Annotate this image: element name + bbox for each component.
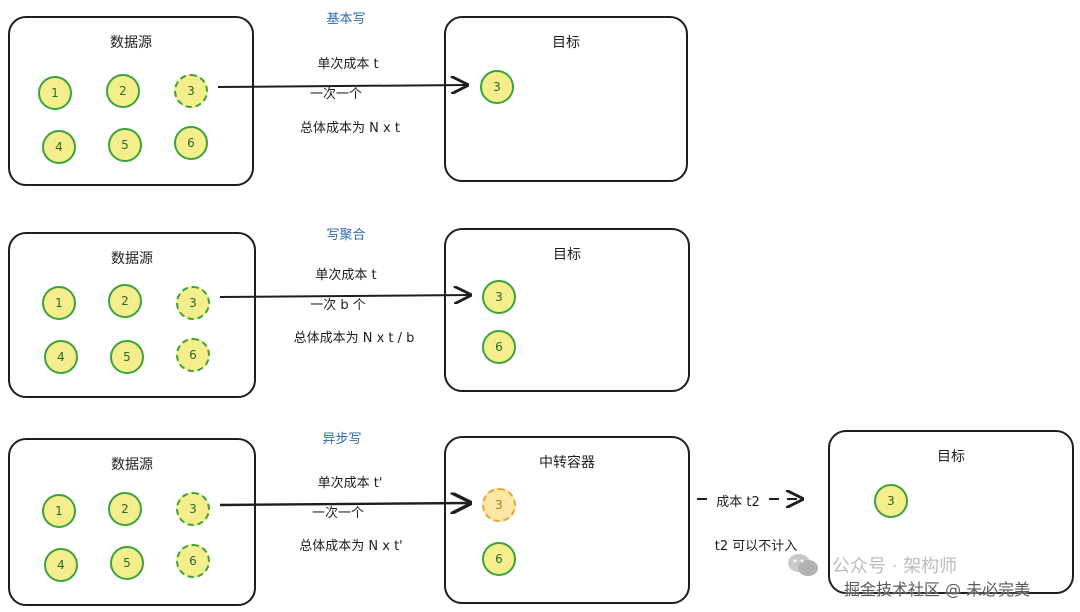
source-node: 4 <box>44 340 78 374</box>
source-box-title: 数据源 <box>111 251 153 267</box>
source-box-3: 数据源 1 2 3 4 5 6 <box>8 438 256 606</box>
wechat-logo-icon <box>786 552 820 578</box>
source-node: 5 <box>110 546 144 580</box>
source-node: 1 <box>42 494 76 528</box>
cost-label-single: 单次成本 t' <box>317 476 383 491</box>
target-node: 3 <box>482 280 516 314</box>
source-box-1: 数据源 1 2 3 4 5 6 <box>8 16 254 186</box>
target-box-3: 目标 3 <box>828 430 1074 594</box>
source-node: 1 <box>42 286 76 320</box>
batch-label: 一次 b 个 <box>310 298 366 313</box>
watermark-author-credit: 掘金技术社区 @ 未必完美 <box>844 580 1031 599</box>
source-node: 5 <box>110 340 144 374</box>
target-node: 6 <box>482 330 516 364</box>
total-cost-label: 总体成本为 N x t' <box>299 539 403 554</box>
source-node: 2 <box>108 284 142 318</box>
cost-label-single: 单次成本 t <box>315 268 377 283</box>
watermark-official-account: 公众号 · 架构师 <box>832 556 958 577</box>
source-node: 2 <box>108 492 142 526</box>
source-box-2: 数据源 1 2 3 4 5 6 <box>8 232 256 398</box>
source-node: 6 <box>174 126 208 160</box>
target-node: 3 <box>874 484 908 518</box>
section-heading-basic-write: 基本写 <box>326 12 366 27</box>
source-node-pending: 3 <box>176 286 210 320</box>
relay-container-title: 中转容器 <box>539 455 595 471</box>
source-node-pending: 6 <box>176 544 210 578</box>
arrow-source-to-middle-3 <box>219 503 470 505</box>
source-box-title: 数据源 <box>110 35 152 51</box>
source-node: 4 <box>42 130 76 164</box>
relay-node-in-progress: 3 <box>482 488 516 522</box>
source-node-pending: 3 <box>174 74 208 108</box>
relay-container-box: 中转容器 3 6 <box>444 436 690 604</box>
batch-label: 一次一个 <box>309 87 362 102</box>
target-box-2: 目标 3 6 <box>444 228 690 392</box>
section-heading-write-aggregation: 写聚合 <box>326 228 366 243</box>
source-node: 5 <box>108 128 142 162</box>
transfer-cost-note: t2 可以不计入 <box>714 539 798 554</box>
target-box-title: 目标 <box>937 449 965 465</box>
total-cost-label: 总体成本为 N x t <box>300 121 400 136</box>
source-node: 4 <box>44 548 78 582</box>
source-node-pending: 3 <box>176 492 210 526</box>
target-box-title: 目标 <box>553 247 581 263</box>
target-box-title: 目标 <box>552 35 580 51</box>
target-box-1: 目标 3 <box>444 16 688 182</box>
cost-label-single: 单次成本 t <box>317 57 379 72</box>
source-node-pending: 6 <box>176 338 210 372</box>
target-node: 3 <box>480 70 514 104</box>
arrow-source-to-target-1 <box>217 85 467 87</box>
transfer-cost-label: 成本 t2 <box>708 491 768 510</box>
relay-node: 6 <box>482 542 516 576</box>
section-heading-async-write: 异步写 <box>322 432 362 447</box>
batch-label: 一次一个 <box>311 506 364 521</box>
arrow-source-to-target-2 <box>219 295 470 297</box>
total-cost-label: 总体成本为 N x t / b <box>293 331 415 346</box>
source-node: 1 <box>38 76 72 110</box>
source-box-title: 数据源 <box>111 457 153 473</box>
source-node: 2 <box>106 74 140 108</box>
